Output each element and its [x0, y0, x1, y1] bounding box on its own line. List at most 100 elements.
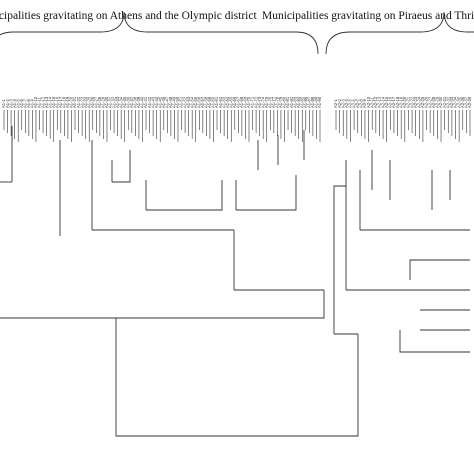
piraeus-leaf-label: A2-2 [337, 98, 342, 108]
piraeus-leaf-label: A2-29 [435, 96, 440, 108]
athens-leaf-label: A1-49 [172, 96, 177, 108]
athens-leaf-label: A1-20 [69, 96, 74, 108]
athens-leaf-label: A1-25 [86, 96, 91, 108]
athens-leaf-label: A1-77 [271, 96, 276, 108]
athens-leaf-label: A1-47 [165, 96, 170, 108]
athens-leaf-label: A1-42 [147, 96, 152, 108]
athens-leaf-label: A1-13 [44, 96, 49, 108]
athens-leaf-label: A1-79 [278, 96, 283, 108]
athens-leaf-label: A1-24 [83, 96, 88, 108]
athens-leaf-label: A1-84 [296, 96, 301, 108]
athens-leaf-label: A1-35 [122, 96, 127, 108]
athens-leaf-label: A1-12 [40, 96, 45, 108]
athens-leaf-label: A1-32 [111, 96, 116, 108]
piraeus-leaf-label: A2-24 [417, 96, 422, 108]
piraeus-leaf-label: A2-28 [431, 96, 436, 108]
athens-leaf-label: A1-29 [101, 96, 106, 108]
athens-leaf-label: A1-26 [90, 96, 95, 108]
athens-leaf-label: A1-27 [94, 96, 99, 108]
athens-leaf-label: A1-7 [23, 98, 28, 108]
athens-leaf-label: A1-60 [211, 96, 216, 108]
group-label-piraeus: Municipalities gravitating on Piraeus an… [262, 10, 474, 22]
athens-leaf-label: A1-68 [239, 96, 244, 108]
piraeus-leaf-label: A2-13 [377, 96, 382, 108]
athens-leaf-label: A1-69 [243, 96, 248, 108]
athens-leaf-label: A1-46 [161, 96, 166, 108]
piraeus-leaf-label: A2-1 [333, 98, 338, 108]
athens-leaf-label: A1-53 [186, 96, 191, 108]
athens-leaf-label: A1-89 [314, 96, 319, 108]
athens-leaf-label: A1-83 [292, 96, 297, 108]
piraeus-leaf-label: A2-32 [445, 96, 450, 108]
piraeus-leaf-label: A2-7 [355, 98, 360, 108]
piraeus-leaf-label: A2-10 [366, 96, 371, 108]
athens-leaf-label: A1-66 [232, 96, 237, 108]
athens-leaf-label: A1-39 [136, 96, 141, 108]
piraeus-leaf-label: A2-30 [438, 96, 443, 108]
piraeus-leaf-label: A2-25 [420, 96, 425, 108]
brace-athens [0, 11, 319, 55]
piraeus-leaf-label: A2-11 [369, 96, 374, 108]
piraeus-leaf-label: A2-17 [391, 96, 396, 108]
athens-leaf-label: A1-74 [260, 96, 265, 108]
piraeus-leaf-label: A2-22 [409, 96, 414, 108]
root-link [115, 318, 359, 437]
athens-leaf-label: A1-88 [310, 96, 315, 108]
athens-leaf-label: A1-51 [179, 96, 184, 108]
athens-leaf-label: A1-17 [58, 96, 63, 108]
athens-leaf-label: A1-22 [76, 96, 81, 108]
athens-leaf-label: A1-23 [79, 96, 84, 108]
athens-leaf-label: A1-86 [303, 96, 308, 108]
group-label-athens: Municipalities gravitating on Athens and… [0, 10, 257, 22]
athens-leaf-label: A1-11 [37, 96, 42, 108]
athens-leaf-label: A1-59 [207, 96, 212, 108]
athens-leaf-label: A1-64 [225, 96, 230, 108]
brace-piraeus [325, 11, 474, 55]
piraeus-leaf-label: A2-8 [359, 98, 364, 108]
athens-leaf-label: A1-37 [129, 96, 134, 108]
piraeus-leaf-label: A2-35 [456, 96, 461, 108]
piraeus-leaf-label: A2-12 [373, 96, 378, 108]
piraeus-leaf-label: A2-14 [380, 96, 385, 108]
athens-leaf-label: A1-48 [168, 96, 173, 108]
athens-leaf-label: A1-55 [193, 96, 198, 108]
athens-leaf-label: A1-36 [125, 96, 130, 108]
athens-leaf-label: A1-63 [221, 96, 226, 108]
athens-leaf-label: A1-14 [47, 96, 52, 108]
piraeus-leaf-label: A2-3 [340, 98, 345, 108]
athens-leaf-label: A1-16 [54, 96, 59, 108]
piraeus-leaf-label: A2-6 [351, 98, 356, 108]
athens-leaf-label: A1-5 [15, 98, 20, 108]
piraeus-leaf-label: A2-33 [449, 96, 454, 108]
left-top-link [0, 290, 325, 319]
athens-leaf-label: A1-70 [246, 96, 251, 108]
athens-leaf-label: A1-57 [200, 96, 205, 108]
athens-leaf-label: A1-4 [12, 98, 17, 108]
piraeus-leaf-label: A2-23 [413, 96, 418, 108]
athens-leaf-label: A1-85 [299, 96, 304, 108]
athens-leaf-label: A1-43 [150, 96, 155, 108]
athens-leaf-label: A1-34 [118, 96, 123, 108]
piraeus-leaf-label: A2-37 [464, 96, 469, 108]
athens-leaf-label: A1-33 [115, 96, 120, 108]
athens-leaf-label: A1-8 [26, 98, 31, 108]
athens-leaf-label: A1-38 [133, 96, 138, 108]
athens-leaf-label: A1-56 [196, 96, 201, 108]
piraeus-leaf-label: A2-5 [348, 98, 353, 108]
athens-leaf-label: A1-87 [307, 96, 312, 108]
athens-leaf-label: A1-31 [108, 96, 113, 108]
athens-leaf-label: A1-71 [250, 96, 255, 108]
athens-leaf-label: A1-19 [65, 96, 70, 108]
athens-leaf-label: A1-82 [289, 96, 294, 108]
athens-leaf-label: A1-44 [154, 96, 159, 108]
piraeus-leaf-label: A2-18 [395, 96, 400, 108]
piraeus-leaf-label: A2-15 [384, 96, 389, 108]
athens-leaf-label: A1-72 [253, 96, 258, 108]
piraeus-leaf-label: A2-27 [427, 96, 432, 108]
athens-leaf-label: A1-61 [214, 96, 219, 108]
piraeus-leaf-label: A2-9 [362, 98, 367, 108]
athens-leaf-label: A1-1 [1, 98, 6, 108]
athens-leaf-label: A1-41 [143, 96, 148, 108]
